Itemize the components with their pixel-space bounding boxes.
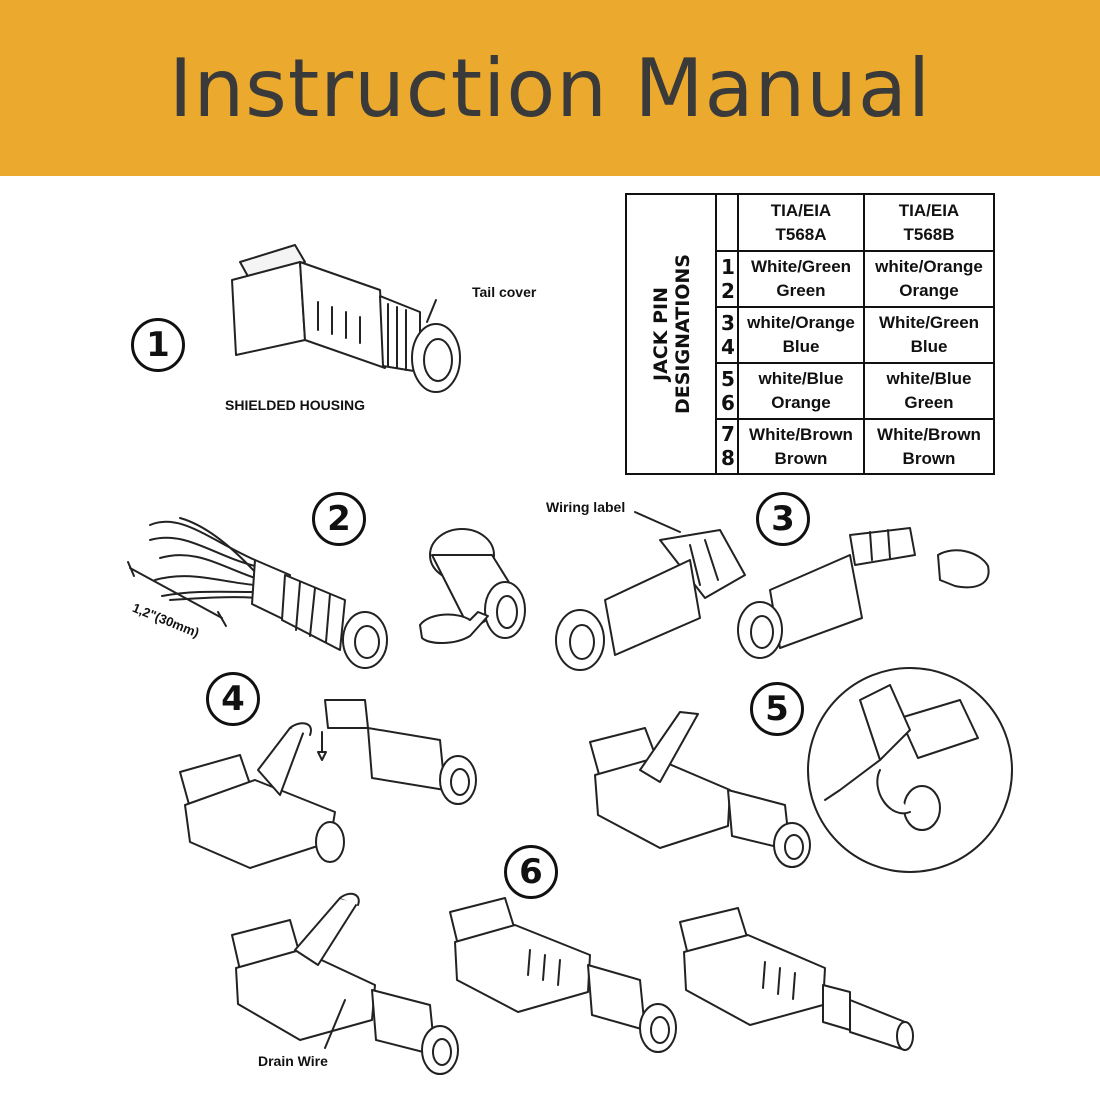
step-5-number: 5: [750, 682, 804, 736]
pin-number: 7: [721, 422, 735, 446]
cell-text: Brown: [902, 448, 956, 468]
pin-number-column: 1 2 3 4 5 6 7 8: [717, 195, 739, 473]
cell-text: white/Orange: [747, 313, 855, 332]
cell-text: white/Blue: [886, 369, 972, 388]
header-text: T568A: [775, 224, 827, 244]
table-cell: white/Blue Green: [865, 364, 993, 418]
pin-pair: 1 2: [717, 251, 739, 307]
table-cell: White/Green Blue: [865, 308, 993, 362]
pin-pair: 7 8: [717, 419, 739, 473]
wiring-label-label: Wiring label: [546, 499, 626, 515]
cell-text: Brown: [774, 448, 828, 468]
pin-number: 2: [721, 279, 735, 303]
table-cell: White/Brown Brown: [865, 420, 993, 473]
pin-number: 8: [721, 446, 735, 470]
table-cell: white/Blue Orange: [739, 364, 863, 418]
cell-text: Blue: [910, 337, 948, 356]
cell-text: White/Green: [750, 257, 852, 276]
finished-connector-drawings: [231, 892, 914, 1075]
header-text: TIA/EIA: [898, 200, 960, 220]
pin-pair: 3 4: [717, 307, 739, 363]
pin-number: 3: [721, 311, 735, 335]
header-text: TIA/EIA: [770, 200, 832, 220]
cell-text: Green: [776, 281, 826, 300]
table-divider: [717, 306, 993, 308]
close-latch-drawing: [589, 667, 1013, 873]
pin-number: 1: [721, 255, 735, 279]
header-t568a: TIA/EIA T568A: [739, 195, 863, 250]
step-1-number: 1: [131, 318, 185, 372]
table-column-divider: [863, 195, 865, 473]
shielded-housing-drawing: [231, 244, 461, 393]
step-6-number: 6: [504, 845, 558, 899]
boot-with-hand-drawing: [419, 528, 526, 644]
side-label-line1: JACK PIN: [650, 287, 672, 381]
page-title: Instruction Manual: [168, 41, 932, 135]
pin-grid: TIA/EIA T568A TIA/EIA T568B White/Green …: [739, 195, 993, 473]
header-text: T568B: [903, 224, 955, 244]
table-cell: white/Orange Orange: [865, 252, 993, 306]
side-label-line2: DESIGNATIONS: [672, 254, 694, 414]
table-divider: [717, 362, 993, 364]
wiring-label-insertion-drawing: [555, 511, 990, 671]
cell-text: Orange: [771, 393, 831, 412]
cell-text: Green: [904, 393, 954, 412]
step-2-number: 2: [312, 492, 366, 546]
drain-wire-label: Drain Wire: [258, 1053, 328, 1069]
cell-text: white/Blue: [758, 369, 844, 388]
cell-text: White/Green: [878, 313, 980, 332]
shielded-housing-label: SHIELDED HOUSING: [225, 397, 366, 413]
step-3-number: 3: [756, 492, 810, 546]
step-4-number: 4: [206, 672, 260, 726]
jack-pin-table: JACK PIN DESIGNATIONS 1 2 3 4 5 6 7 8 TI…: [625, 193, 995, 475]
cell-text: White/Brown: [749, 424, 853, 444]
jack-pin-side-label: JACK PIN DESIGNATIONS: [627, 195, 717, 473]
pin-number: 4: [721, 335, 735, 359]
table-cell: White/Green Green: [739, 252, 863, 306]
pin-number: 5: [721, 367, 735, 391]
table-cell: white/Orange Blue: [739, 308, 863, 362]
pin-pair: 5 6: [717, 363, 739, 419]
insert-into-connector-drawing: [179, 699, 477, 869]
stripped-cable-drawing: [127, 517, 388, 669]
cell-text: Orange: [899, 281, 959, 300]
cell-text: white/Orange: [875, 257, 983, 276]
header-t568b: TIA/EIA T568B: [865, 195, 993, 250]
cell-text: White/Brown: [877, 424, 981, 444]
header-banner: Instruction Manual: [0, 0, 1100, 176]
table-divider: [717, 250, 993, 252]
table-divider: [717, 418, 993, 420]
cell-text: Blue: [782, 337, 820, 356]
tail-cover-label: Tail cover: [472, 284, 537, 300]
table-cell: White/Brown Brown: [739, 420, 863, 473]
pin-number: 6: [721, 391, 735, 415]
